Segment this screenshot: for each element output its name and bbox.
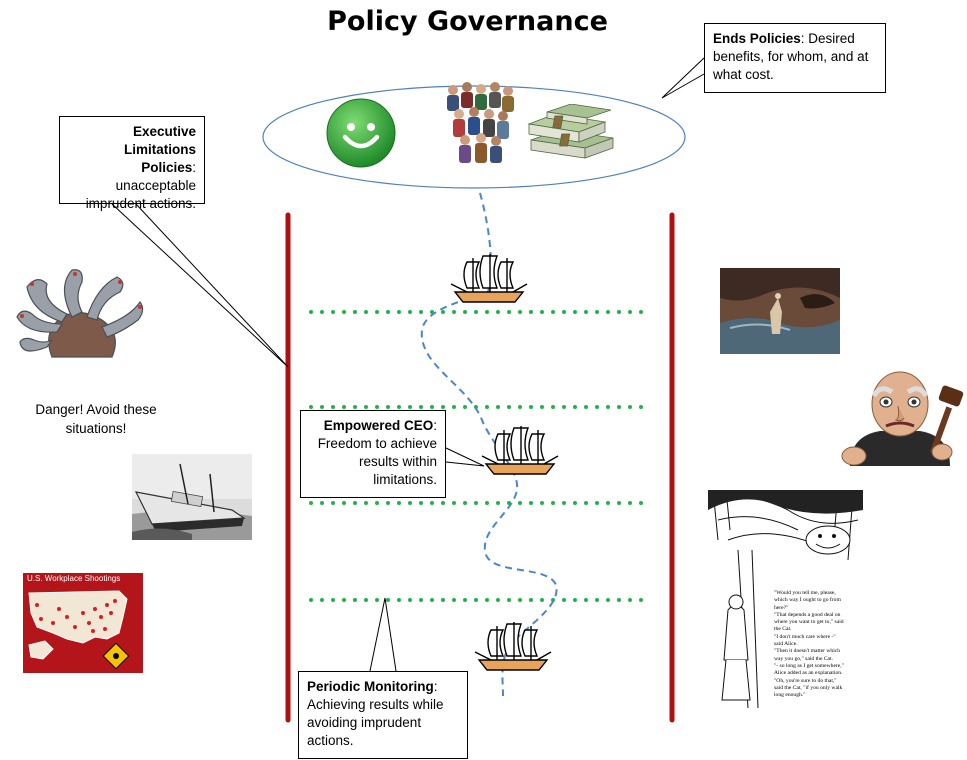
- ceo-pointer: [445, 447, 485, 467]
- page-title: Policy Governance: [327, 6, 608, 37]
- us-map-graphic: [28, 590, 130, 670]
- exec-callout-heading-1: Executive: [132, 124, 196, 139]
- alice-cheshire-drawing: [708, 490, 863, 708]
- map-title: U.S. Workplace Shootings: [27, 574, 121, 583]
- exec-callout-text-1: unacceptable: [115, 178, 196, 193]
- hydra-monster-icon: [16, 269, 144, 358]
- monitor-callout-text-2: avoiding imprudent: [307, 715, 422, 730]
- ends-pointer: [661, 57, 705, 99]
- alice-quote: "Would you tell me, please, which way I …: [774, 590, 863, 699]
- ceo-callout-text-3: limitations.: [373, 472, 437, 487]
- alice-line: which way I ought to go from: [774, 597, 841, 604]
- monitor-pointer: [369, 597, 397, 672]
- ship-icon: [474, 622, 552, 671]
- exec-pointer: [111, 203, 289, 368]
- executive-limitations-callout: Executive Limitations Policies: unaccept…: [59, 116, 205, 211]
- ends-callout-heading: Ends Policies: [713, 31, 801, 46]
- ends-callout-text: : Desired benefits, for whom, and at wha…: [713, 31, 869, 82]
- alice-line: where you want to get to," said: [774, 619, 844, 626]
- exec-callout-text-2: imprudent actions.: [85, 196, 196, 211]
- exec-callout-heading-2: Limitations Policies: [123, 142, 196, 175]
- ceo-callout-heading: Empowered CEO: [323, 418, 434, 433]
- empowered-ceo-callout: Empowered CEO: Freedom to achieve result…: [300, 410, 446, 498]
- monitor-callout-text-3: actions.: [307, 733, 354, 748]
- danger-text: Danger! Avoid these situations!: [16, 400, 176, 438]
- alice-line: "That depends a good deal on: [774, 611, 841, 618]
- alice-line: "- so long as I get somewhere,": [774, 662, 844, 669]
- smiley-icon: [326, 98, 396, 168]
- ends-policies-callout: Ends Policies: Desired benefits, for who…: [704, 23, 886, 93]
- alice-cheshire-illustration: "Would you tell me, please, which way I …: [708, 490, 863, 708]
- alice-line: said Alice.: [774, 641, 798, 648]
- alice-line: "Oh, you're sure to do that,": [774, 677, 837, 684]
- ceo-callout-text-2: results within: [358, 454, 437, 469]
- alice-line: said the Cat, "if you only walk: [774, 684, 843, 691]
- periodic-monitoring-callout: Periodic Monitoring: Achieving results w…: [298, 671, 468, 759]
- danger-line-2: situations!: [65, 421, 127, 436]
- alice-line: the Cat.: [774, 626, 792, 633]
- shipwreck-photo: [132, 454, 252, 540]
- alice-line: "Then it doesn't matter which: [774, 648, 841, 655]
- alice-line: here?": [774, 604, 789, 611]
- monitor-callout-heading: Periodic Monitoring: [307, 679, 434, 694]
- crowd-people-icon: [447, 82, 514, 163]
- ship-course-path: [420, 192, 558, 697]
- alice-line: "I don't much care where -": [774, 633, 836, 640]
- alice-line: long enough.": [774, 692, 806, 699]
- alice-line: "Would you tell me, please,: [774, 590, 836, 596]
- ship-icon: [450, 254, 528, 303]
- ship-icon: [481, 426, 559, 475]
- alice-line: way you go," said the Cat.: [774, 655, 833, 662]
- money-stack-icon: [527, 104, 614, 159]
- danger-line-1: Danger! Avoid these: [35, 402, 157, 417]
- angry-judge-icon: [841, 371, 964, 466]
- alice-line: Alice added as an explanation.: [774, 670, 843, 677]
- storm-painting: [720, 268, 840, 354]
- dotted-boundary-lines: [309, 310, 654, 602]
- ceo-callout-text-1: Freedom to achieve: [317, 436, 437, 451]
- workplace-shootings-map: U.S. Workplace Shootings: [23, 573, 143, 673]
- monitor-callout-text-1: Achieving results while: [307, 697, 444, 712]
